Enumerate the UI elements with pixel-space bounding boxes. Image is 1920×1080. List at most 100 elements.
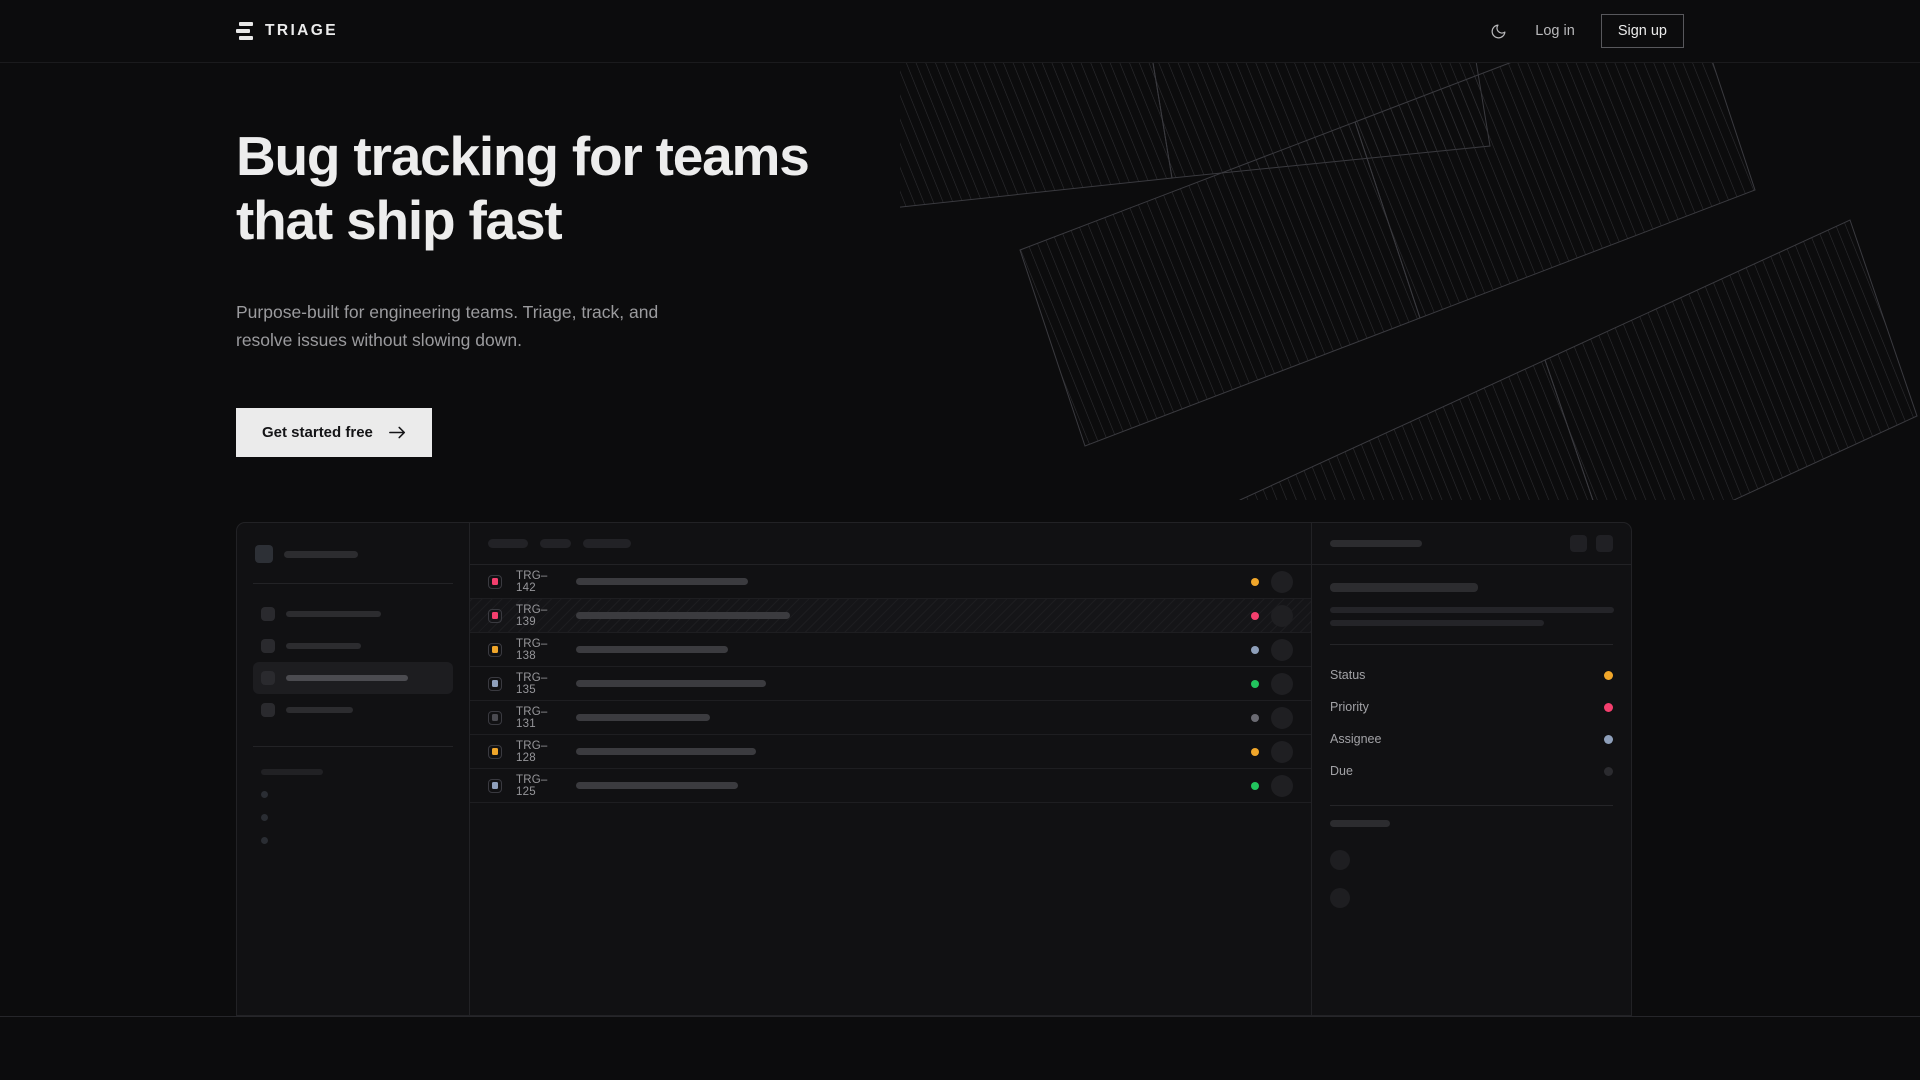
table-row[interactable]: TRG–128 bbox=[470, 735, 1311, 769]
detail-field-assignee[interactable]: Assignee bbox=[1330, 723, 1613, 755]
arrow-right-icon bbox=[388, 426, 405, 439]
field-value-dot bbox=[1604, 734, 1613, 744]
login-link[interactable]: Log in bbox=[1535, 23, 1575, 39]
filter-chip-2[interactable] bbox=[583, 539, 631, 548]
mock-sidebar bbox=[237, 523, 470, 1015]
sidebar-item-1[interactable] bbox=[253, 630, 453, 662]
detail-field-priority[interactable]: Priority bbox=[1330, 691, 1613, 723]
footer-region bbox=[0, 1017, 1920, 1080]
decorative-ribbon-graphic bbox=[900, 0, 1918, 500]
avatar bbox=[1271, 604, 1293, 627]
description-line bbox=[1330, 607, 1614, 613]
project-dot-icon bbox=[261, 814, 268, 821]
sidebar-item-icon bbox=[261, 703, 275, 717]
sidebar-item-0[interactable] bbox=[253, 598, 453, 630]
avatar bbox=[1271, 774, 1293, 797]
filter-chip-1[interactable] bbox=[540, 539, 571, 548]
nav-actions: Log in Sign up bbox=[1487, 14, 1684, 48]
detail-panel-header bbox=[1312, 523, 1631, 565]
sidebar-item-icon bbox=[261, 639, 275, 653]
issue-title-placeholder bbox=[576, 714, 710, 721]
row-meta bbox=[1251, 570, 1293, 593]
avatar bbox=[1271, 570, 1293, 593]
issue-title-placeholder bbox=[576, 612, 790, 619]
project-dot-icon bbox=[261, 837, 268, 844]
get-started-button[interactable]: Get started free bbox=[236, 407, 432, 457]
row-meta bbox=[1251, 638, 1293, 661]
sidebar-project-item[interactable] bbox=[253, 783, 453, 806]
status-dot bbox=[1251, 713, 1259, 722]
workspace-name-placeholder bbox=[284, 550, 358, 558]
pencil-icon-button[interactable] bbox=[1570, 535, 1587, 552]
stacked-bars-logo-icon bbox=[236, 21, 253, 41]
detail-field-status[interactable]: Status bbox=[1330, 659, 1613, 691]
hero-section: Bug tracking for teams that ship fast Pu… bbox=[236, 124, 810, 457]
priority-badge-icon bbox=[488, 744, 502, 759]
sidebar-divider-bottom bbox=[253, 746, 453, 747]
sidebar-item-label bbox=[286, 643, 361, 649]
issue-description-placeholder bbox=[1330, 607, 1614, 626]
row-meta bbox=[1251, 604, 1293, 627]
issue-id: TRG–142 bbox=[516, 569, 548, 594]
comment-list bbox=[1330, 841, 1613, 917]
get-started-label: Get started free bbox=[262, 423, 373, 441]
sidebar-project-item[interactable] bbox=[253, 829, 453, 852]
sidebar-item-icon bbox=[261, 671, 275, 685]
sidebar-item-2[interactable] bbox=[253, 662, 453, 694]
issue-title-placeholder bbox=[576, 748, 756, 755]
workspace-switcher[interactable] bbox=[253, 541, 453, 563]
more-icon-button[interactable] bbox=[1596, 535, 1613, 552]
sidebar-item-label bbox=[286, 675, 408, 681]
field-value-dot bbox=[1604, 766, 1613, 776]
detail-title-placeholder bbox=[1330, 540, 1422, 547]
sidebar-item-3[interactable] bbox=[253, 694, 453, 726]
priority-badge-icon bbox=[488, 778, 502, 793]
issue-id: TRG–131 bbox=[516, 705, 548, 730]
row-meta bbox=[1251, 740, 1293, 763]
row-meta bbox=[1251, 706, 1293, 729]
signup-button[interactable]: Sign up bbox=[1600, 14, 1684, 48]
field-value-dot bbox=[1604, 670, 1613, 680]
field-value-dot bbox=[1604, 702, 1613, 712]
sidebar-project-item[interactable] bbox=[253, 806, 453, 829]
table-row[interactable]: TRG–131 bbox=[470, 701, 1311, 735]
table-row[interactable]: TRG–125 bbox=[470, 769, 1311, 803]
detail-field-due[interactable]: Due bbox=[1330, 755, 1613, 787]
detail-divider-activity bbox=[1330, 805, 1613, 806]
issue-list-toolbar bbox=[470, 523, 1311, 565]
brand-logo[interactable]: TRIAGE bbox=[236, 21, 338, 41]
status-dot bbox=[1251, 747, 1259, 756]
avatar bbox=[1271, 740, 1293, 763]
priority-badge-icon bbox=[488, 608, 502, 623]
issue-title-placeholder bbox=[1330, 583, 1478, 592]
issue-title-placeholder bbox=[576, 680, 766, 687]
sidebar-section-label bbox=[253, 761, 453, 783]
issue-title-placeholder bbox=[576, 578, 748, 585]
moon-icon[interactable] bbox=[1487, 20, 1509, 42]
status-dot bbox=[1251, 781, 1259, 790]
table-row[interactable]: TRG–135 bbox=[470, 667, 1311, 701]
issue-id: TRG–139 bbox=[516, 603, 548, 628]
table-row[interactable]: TRG–138 bbox=[470, 633, 1311, 667]
table-row[interactable]: TRG–139 bbox=[470, 599, 1311, 633]
field-label: Due bbox=[1330, 764, 1353, 778]
issue-id: TRG–128 bbox=[516, 739, 548, 764]
activity-label-placeholder bbox=[1330, 820, 1390, 827]
footer-divider bbox=[0, 1016, 1920, 1017]
field-label: Status bbox=[1330, 668, 1366, 682]
list-item bbox=[1330, 841, 1613, 879]
table-row[interactable]: TRG–142 bbox=[470, 565, 1311, 599]
page-title: Bug tracking for teams that ship fast bbox=[236, 125, 810, 252]
field-label: Assignee bbox=[1330, 732, 1382, 746]
issue-id: TRG–138 bbox=[516, 637, 548, 662]
filter-chip-0[interactable] bbox=[488, 539, 528, 548]
sidebar-divider-top bbox=[253, 583, 453, 584]
description-line bbox=[1330, 620, 1544, 626]
hero-subheading: Purpose-built for engineering teams. Tri… bbox=[236, 301, 659, 350]
avatar bbox=[1330, 888, 1350, 908]
